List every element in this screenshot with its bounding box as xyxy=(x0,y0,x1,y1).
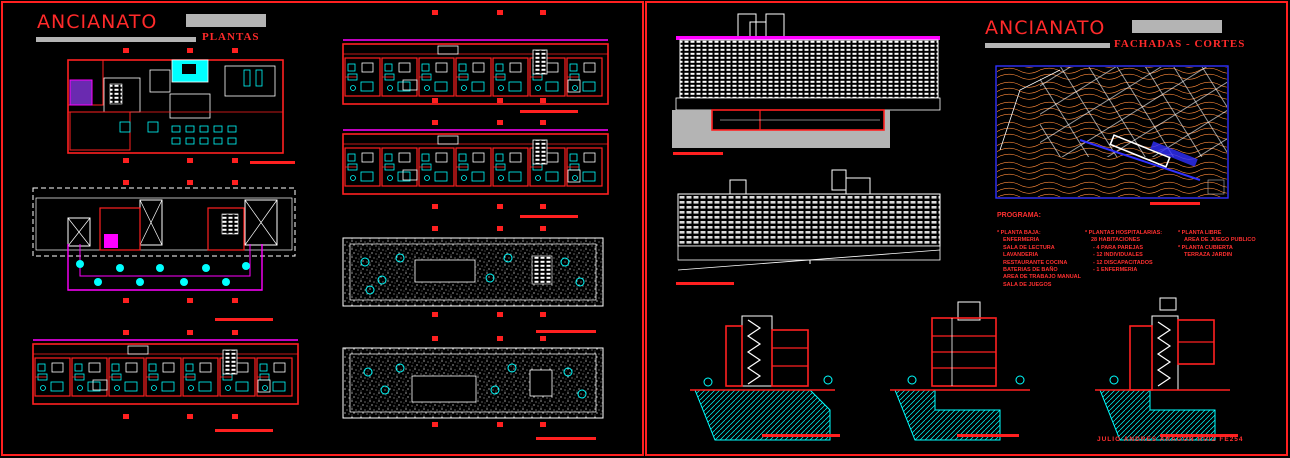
programa-item: - 1 ENFERMERIA xyxy=(1093,266,1138,273)
plano-implantacion xyxy=(995,65,1229,199)
programa-item: SALA DE LECTURA xyxy=(1003,244,1055,251)
programa-item: * PLANTA BAJA: xyxy=(997,230,1041,236)
plan-hospitalaria-1 xyxy=(33,340,298,404)
left-sheet-title: ANCIANATO xyxy=(37,11,158,33)
plan-cubierta-1 xyxy=(342,237,604,307)
programa-col-planta-baja: * PLANTA BAJA: ENFERMERIA SALA DE LECTUR… xyxy=(997,230,1081,289)
corte-1 xyxy=(690,315,835,441)
programa-item: - 12 INDIVIDUALES xyxy=(1093,252,1143,259)
plan-cubierta-2 xyxy=(342,347,604,419)
programa-item: * PLANTA LIBRE xyxy=(1178,230,1222,236)
author-credit: JULIO ANDRES ARAGON RUIZ FE254 xyxy=(1097,436,1244,443)
programa-item: SALA DE JUEGOS xyxy=(1003,281,1052,288)
plan-planta-libre xyxy=(32,187,296,291)
programa-item: BATERIAS DE BAÑO xyxy=(1003,266,1058,273)
programa-col-hospitalarias: * PLANTAS HOSPITALARIAS: 28 HABITACIONES… xyxy=(1085,230,1162,274)
programa-item: TERRAZA JARDIN xyxy=(1184,252,1233,259)
programa-item: * PLANTA CUBIERTA xyxy=(1178,244,1233,251)
left-sheet-subtitle: PLANTAS xyxy=(202,31,260,43)
programa-item: LAVANDERIA xyxy=(1003,252,1039,259)
programa-item: 28 HABITACIONES xyxy=(1091,237,1141,244)
corte-2 xyxy=(890,301,1030,441)
programa-item: * PLANTAS HOSPITALARIAS: xyxy=(1085,230,1163,236)
programa-item: - 12 DISCAPACITADOS xyxy=(1093,259,1153,266)
programa-item: AREA DE JUEGO PUBLICO xyxy=(1184,237,1256,244)
programa-col-planta-libre: * PLANTA LIBRE AREA DE JUEGO PUBLICO * P… xyxy=(1178,230,1256,260)
programa-item: AREA DE TRABAJO MANUAL xyxy=(1003,274,1082,281)
fachada-posterior xyxy=(677,169,941,271)
fachada-frontal xyxy=(672,13,941,148)
right-sheet-title: ANCIANATO xyxy=(985,17,1106,39)
plan-hospitalaria-3 xyxy=(343,130,608,194)
right-sheet-subtitle: FACHADAS - CORTES xyxy=(1114,38,1246,50)
plan-planta-baja xyxy=(67,59,284,154)
corte-3 xyxy=(1095,297,1230,441)
programa-item: - 4 PARA PAREJAS xyxy=(1093,244,1144,251)
programa-item: ENFERMERIA xyxy=(1003,237,1040,244)
programa-item: RESTAURANTE COCINA xyxy=(1003,259,1068,266)
plan-hospitalaria-2 xyxy=(343,40,608,104)
programa-heading: PROGRAMA: xyxy=(997,212,1041,219)
